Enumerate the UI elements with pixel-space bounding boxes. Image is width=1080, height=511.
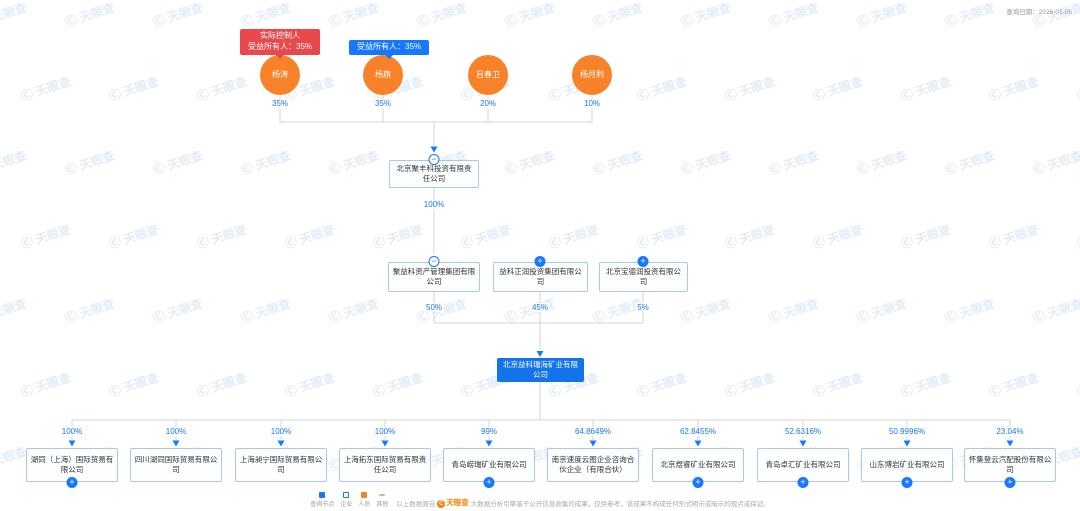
share-percent: 45% <box>529 303 551 312</box>
share-percent: 50% <box>423 303 445 312</box>
share-percent: 99% <box>478 427 500 436</box>
beneficial-owner-label: 受益所有人：35% <box>356 42 422 51</box>
query-node-icon <box>319 492 326 498</box>
company-node[interactable]: 山东博岩矿业有限公司 <box>861 448 953 482</box>
legend-item: 企业 <box>340 492 352 508</box>
actual-controller-line2: 受益所有人：35% <box>247 41 313 51</box>
share-percent: 100% <box>59 427 85 436</box>
share-percent: 100% <box>268 427 294 436</box>
share-percent: 100% <box>421 200 447 209</box>
beneficial-owner-tooltip: 受益所有人：35% <box>348 40 430 59</box>
arrow-down-icons <box>68 146 1014 447</box>
legend-label: 企业 <box>340 502 353 508</box>
person-node[interactable]: 杨月利 <box>572 55 612 95</box>
company-node-icon <box>343 492 350 498</box>
disclaimer-suffix: 大数据分析引擎基于公开信息收集的成果，仅供参考，该成果不构成任何形式明示或暗示的… <box>470 500 770 508</box>
share-percent: 20% <box>477 99 499 108</box>
company-node[interactable]: 怀集登云汽配股份有限公司 <box>964 448 1056 482</box>
legend-item: 人员 <box>358 492 370 508</box>
share-percent: 100% <box>372 427 398 436</box>
legend-label: 人员 <box>358 502 371 508</box>
other-edge-icon <box>379 494 386 496</box>
legend-item: 其他 <box>376 494 388 508</box>
company-node[interactable]: 青岛崂瑞矿业有限公司 <box>443 448 535 482</box>
legend-label: 查询节点 <box>310 502 335 508</box>
share-percent: 62.8455% <box>677 427 719 436</box>
share-percent: 64.8649% <box>572 427 614 436</box>
collapse-minus-icon[interactable]: − <box>428 154 440 165</box>
query-date: 查询日期：2026-01-06 <box>1006 9 1072 16</box>
chart-legend: 查询节点 企业 人员 其他 <box>310 492 388 508</box>
collapse-minus-icon[interactable]: − <box>428 256 440 267</box>
share-percent: 5% <box>635 303 651 312</box>
expand-plus-icon[interactable]: + <box>534 256 546 267</box>
share-percent: 35% <box>269 99 291 108</box>
person-node[interactable]: 杨涛 <box>260 55 300 95</box>
person-node[interactable]: 杨旗 <box>363 55 403 95</box>
company-node[interactable]: 北京宝德润投资有限公司 <box>599 262 688 292</box>
expand-plus-icon[interactable]: + <box>66 477 78 488</box>
company-node[interactable]: 四川湖同国际贸易有限公司 <box>130 448 222 482</box>
share-percent: 52.6316% <box>782 427 824 436</box>
person-node-icon <box>361 492 368 498</box>
actual-controller-tooltip: 实际控制人 受益所有人：35% <box>239 29 321 59</box>
share-percent: 23.04% <box>994 427 1026 436</box>
company-node[interactable]: 南京速度云图企业咨询合伙企业（有限合伙） <box>547 448 639 482</box>
target-company-node[interactable]: 北京益科瑞海矿业有限公司 <box>497 358 584 382</box>
share-percent: 35% <box>372 99 394 108</box>
share-percent: 50.9996% <box>886 427 928 436</box>
company-node[interactable]: 北京煜睿矿业有限公司 <box>652 448 744 482</box>
expand-plus-icon[interactable]: + <box>483 477 495 488</box>
expand-plus-icon[interactable]: + <box>901 477 913 488</box>
disclaimer-prefix: 以上数据源自 <box>396 500 436 508</box>
tianyancha-brand: 天眼查 <box>446 498 469 507</box>
person-node[interactable]: 吕春卫 <box>468 55 508 95</box>
expand-plus-icon[interactable]: + <box>1004 477 1016 488</box>
expand-plus-icon[interactable]: + <box>797 477 809 488</box>
company-node[interactable]: 益科正润投资集团有限公司 <box>493 262 588 292</box>
share-percent: 100% <box>163 427 189 436</box>
company-node[interactable]: 青岛卓汇矿业有限公司 <box>757 448 849 482</box>
company-node[interactable]: 上海昶宁国际贸易有限公司 <box>235 448 327 482</box>
share-percent: 10% <box>581 99 603 108</box>
expand-plus-icon[interactable]: + <box>637 256 649 267</box>
legend-label: 其他 <box>376 502 389 508</box>
tianyancha-c-icon: C <box>437 500 446 508</box>
company-node[interactable]: 上海拓东国际贸易有限责任公司 <box>339 448 431 482</box>
legend-item: 查询节点 <box>310 492 334 508</box>
expand-plus-icon[interactable]: + <box>692 477 704 488</box>
actual-controller-line1: 实际控制人 <box>259 31 300 40</box>
